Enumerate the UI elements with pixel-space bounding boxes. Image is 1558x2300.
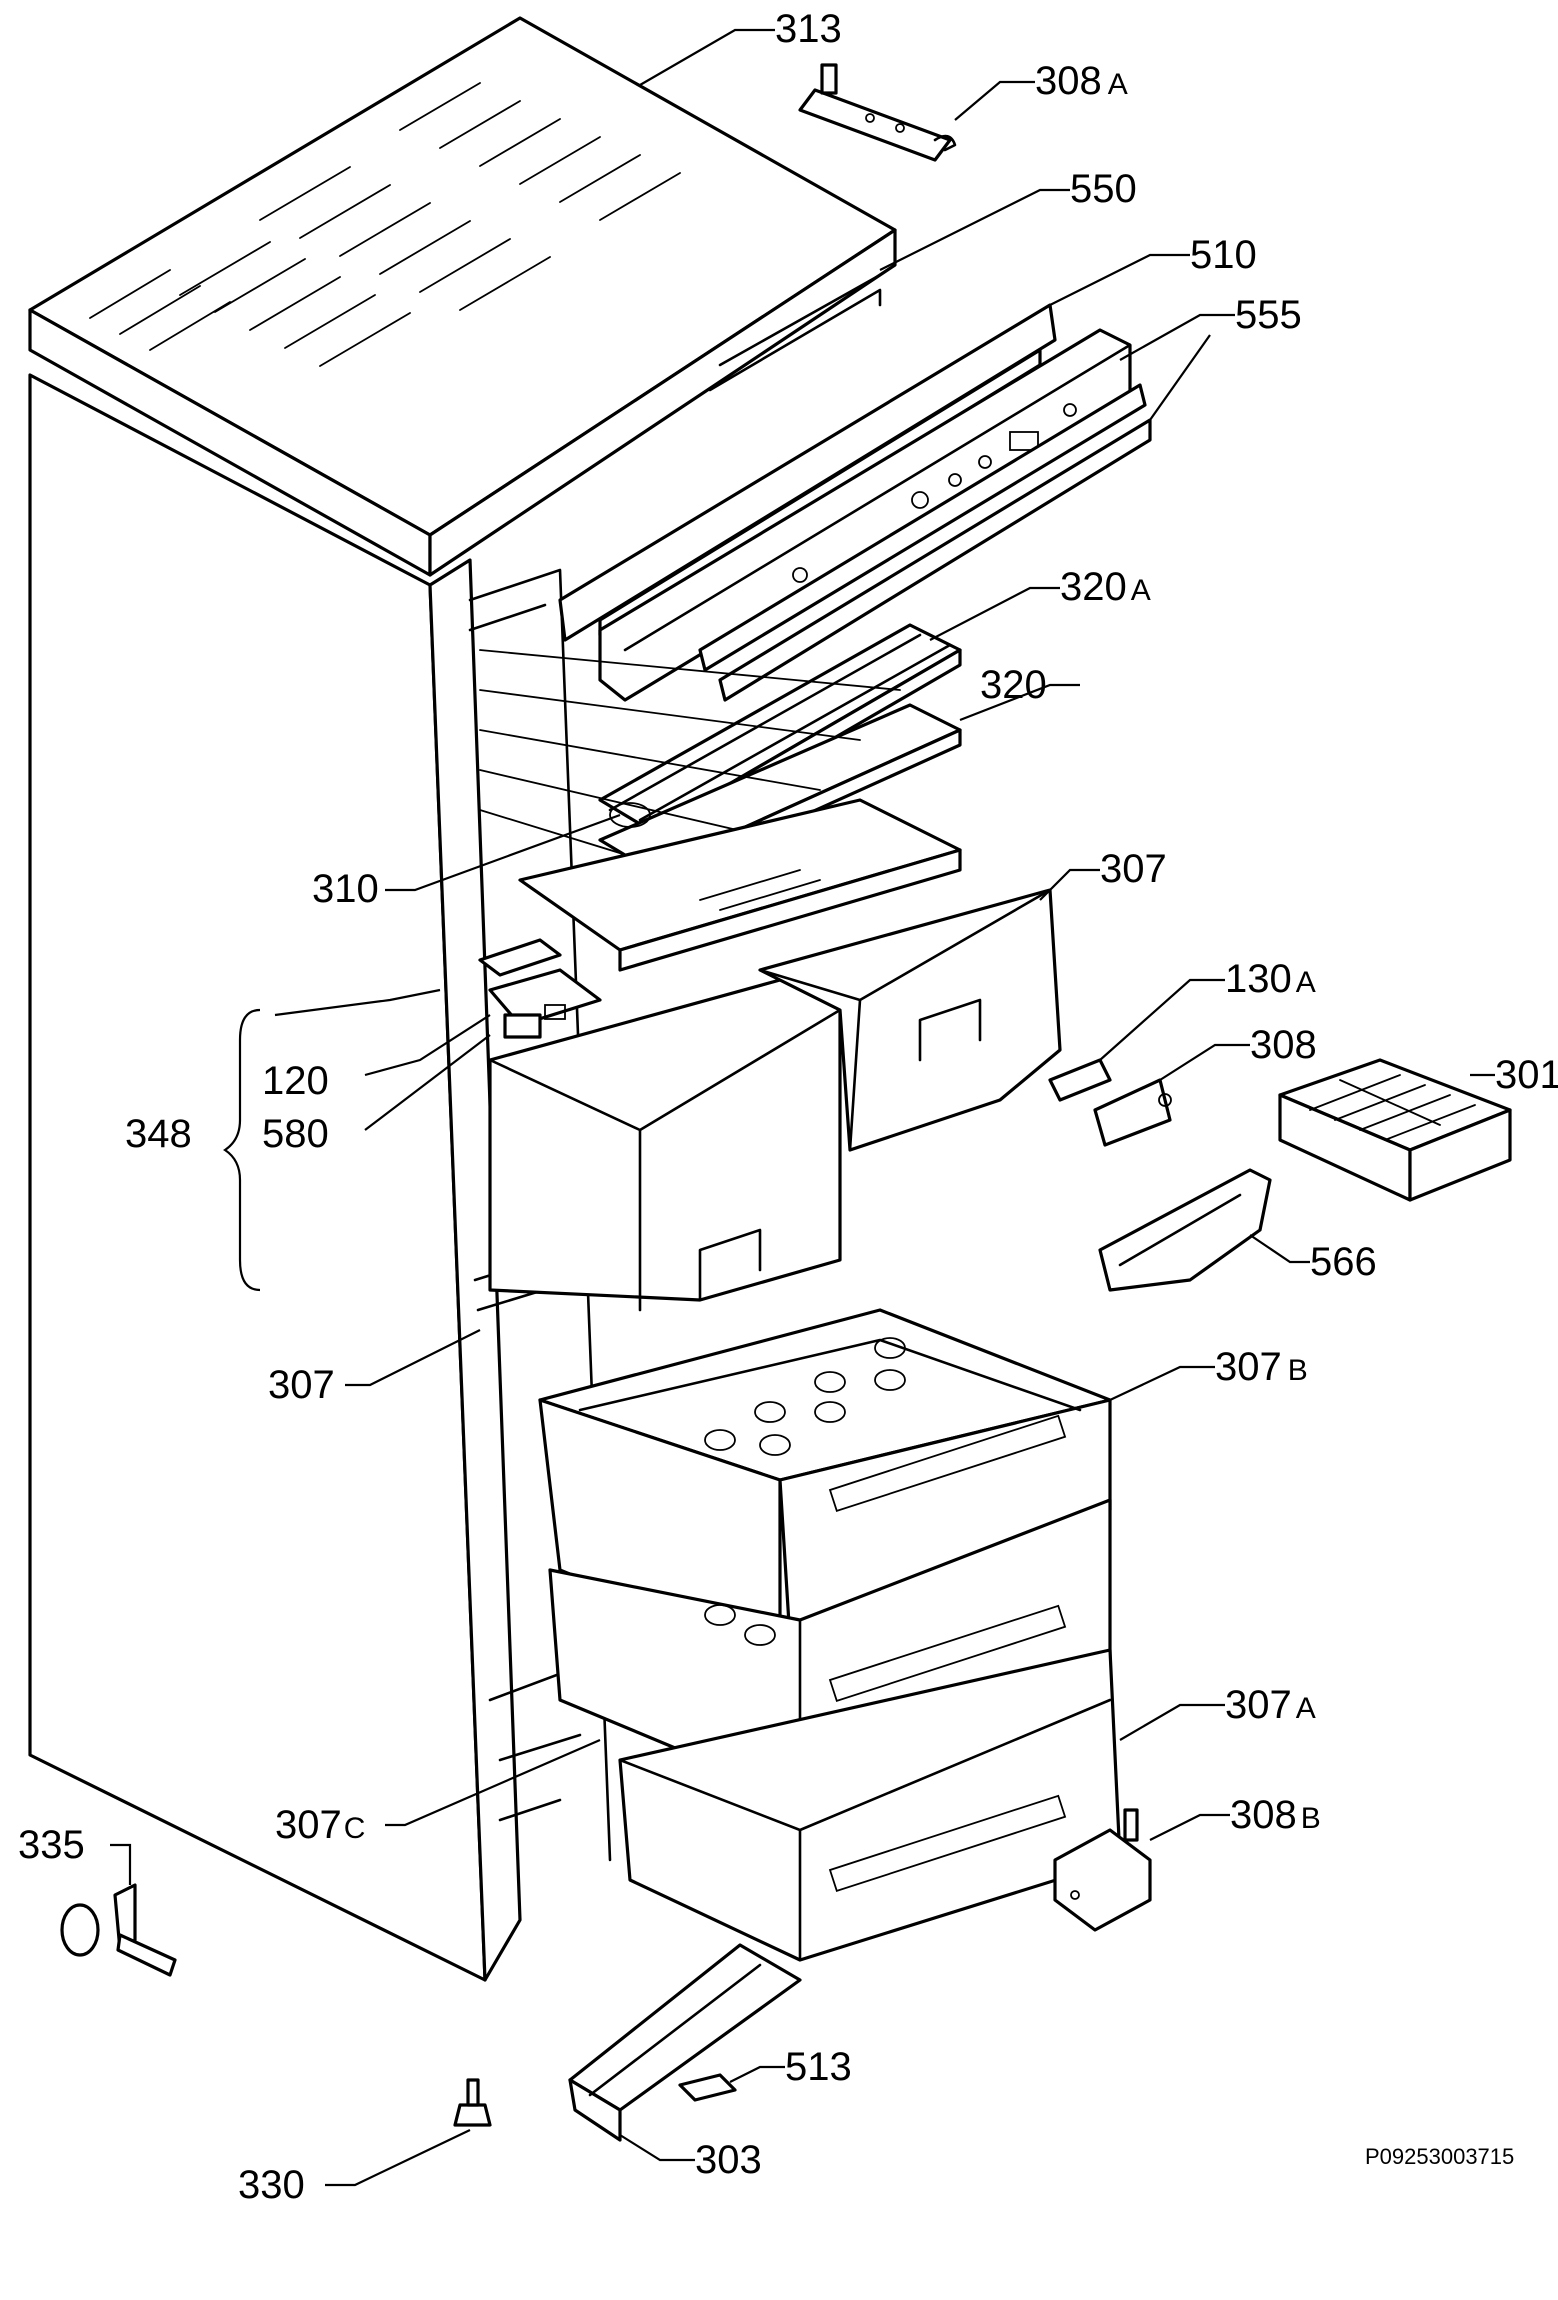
ice-cube-tray-301 xyxy=(1278,1058,1512,1202)
small-part-130a xyxy=(1048,1058,1112,1102)
label-555: 555 xyxy=(1235,293,1302,337)
foot-330 xyxy=(453,2078,492,2127)
label-330: 330 xyxy=(238,2163,305,2207)
drawer-307b xyxy=(538,1308,1112,1662)
freezer-basket-307-left xyxy=(488,978,842,1312)
label-307c: 307C xyxy=(275,1803,365,1847)
label-307-top: 307 xyxy=(1100,847,1167,891)
hinge-part-308 xyxy=(1093,1078,1172,1147)
control-panel-assembly xyxy=(558,303,1152,702)
label-313: 313 xyxy=(775,7,842,51)
freezer-back-ribs xyxy=(479,649,901,891)
top-cover-313 xyxy=(28,16,897,577)
label-320: 320 xyxy=(980,663,1047,707)
glass-shelf-310 xyxy=(518,798,962,972)
label-310: 310 xyxy=(312,867,379,911)
drawer-307a xyxy=(618,1648,1122,1962)
hinge-335 xyxy=(60,1883,177,1977)
leader-lines xyxy=(110,28,1495,2187)
label-120: 120 xyxy=(262,1059,329,1103)
label-566: 566 xyxy=(1310,1240,1377,1284)
label-301: 301 xyxy=(1495,1053,1558,1097)
label-510: 510 xyxy=(1190,233,1257,277)
ice-scraper-566 xyxy=(1098,1168,1272,1292)
label-303: 303 xyxy=(695,2138,762,2182)
thermostat-120-580 xyxy=(478,938,602,1039)
clip-513 xyxy=(678,2073,737,2102)
hinge-308a xyxy=(798,63,957,162)
cabinet-body xyxy=(28,373,612,1982)
label-513: 513 xyxy=(785,2045,852,2089)
label-580: 580 xyxy=(262,1112,329,1156)
hinge-308b xyxy=(1053,1808,1152,1932)
label-348: 348 xyxy=(125,1112,192,1156)
kickplate-303 xyxy=(568,1943,802,2142)
bracket-348 xyxy=(223,1008,261,1292)
reference-code: P09253003715 xyxy=(1365,2144,1514,2169)
label-335: 335 xyxy=(18,1823,85,1867)
label-308: 308 xyxy=(1250,1023,1317,1067)
label-307-left: 307 xyxy=(268,1363,335,1407)
label-550: 550 xyxy=(1070,167,1137,211)
